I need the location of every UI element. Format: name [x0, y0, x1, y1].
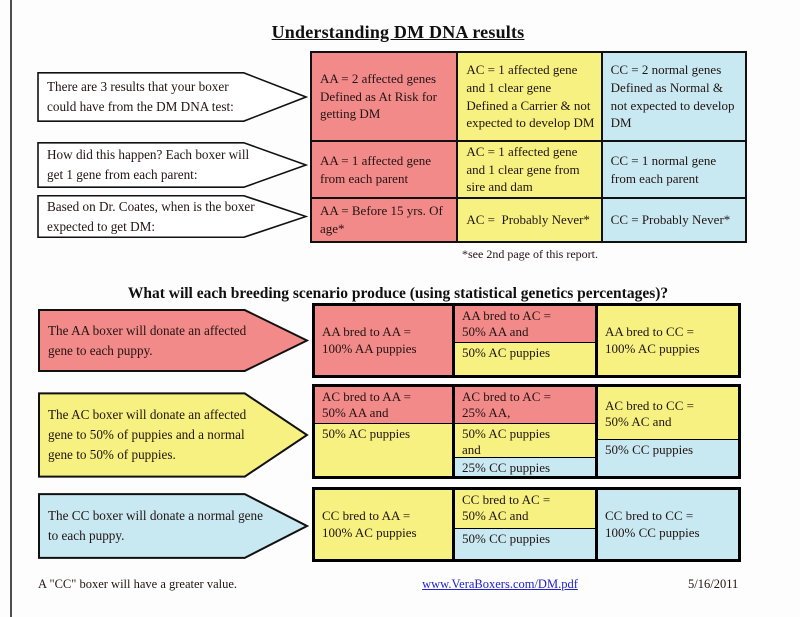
- breeding-cell-cc-x-aa: CC bred to AA = 100% AC puppies: [312, 487, 455, 562]
- footnote: *see 2nd page of this report.: [462, 247, 598, 261]
- result-cell-aa-inheritance: AA = 1 affected gene from each parent: [312, 140, 457, 197]
- result-cell-ac-definition: AC = 1 affected gene and 1 clear gene De…: [456, 53, 601, 140]
- breeding-cell-aa-x-aa: AA bred to AA = 100% AA puppies: [312, 303, 455, 378]
- arrow-right-icon: [37, 195, 308, 238]
- breeding-callout-text: The AA boxer will donate an affected gen…: [48, 322, 247, 358]
- arrow-right-icon: [37, 142, 308, 188]
- outcome-text: AC bred to AA = 50% AA and: [315, 387, 452, 423]
- outcome-text: 50% AC puppies and: [455, 423, 595, 457]
- outcome-text: 25% CC puppies: [455, 457, 595, 476]
- breeding-callout-ac: The AC boxer will donate an affected gen…: [38, 392, 309, 478]
- breeding-cell-aa-x-ac: AA bred to AC = 50% AA and 50% AC puppie…: [452, 303, 598, 378]
- breeding-callout-text: The AC boxer will donate an affected gen…: [48, 407, 247, 462]
- result-cell-ac-onset: AC = Probably Never*: [456, 197, 601, 241]
- result-cell-cc-onset: CC = Probably Never*: [600, 197, 745, 241]
- result-cell-ac-inheritance: AC = 1 affected gene and 1 clear gene fr…: [456, 140, 601, 197]
- question-text: There are 3 results that your boxer coul…: [47, 79, 234, 114]
- outcome-text: AA bred to CC = 100% AC puppies: [598, 306, 738, 375]
- outcome-text: 50% AC puppies: [455, 342, 595, 375]
- footer-date: 5/16/2011: [688, 577, 739, 591]
- outcome-text: CC bred to AC = 50% AC and: [455, 490, 595, 528]
- breeding-callout-text: The CC boxer will donate a normal gene t…: [48, 508, 263, 543]
- question-callout-results: There are 3 results that your boxer coul…: [37, 72, 308, 122]
- result-cell-cc-definition: CC = 2 normal genes Defined as Normal & …: [600, 53, 745, 140]
- question-text: Based on Dr. Coates, when is the boxer e…: [47, 198, 255, 234]
- breeding-cell-cc-x-cc: CC bred to CC = 100% CC puppies: [595, 487, 741, 562]
- scan-border: [10, 0, 12, 617]
- breeding-cell-aa-x-cc: AA bred to CC = 100% AC puppies: [595, 303, 741, 378]
- footer-link[interactable]: www.VeraBoxers.com/DM.pdf: [422, 577, 578, 591]
- arrow-right-icon: [38, 392, 309, 478]
- outcome-text: CC bred to CC = 100% CC puppies: [598, 490, 738, 559]
- outcome-text: AC bred to CC = 50% AC and: [598, 387, 738, 439]
- page-title: Understanding DM DNA results: [271, 22, 525, 43]
- outcome-text: AC bred to AC = 25% AA,: [455, 387, 595, 423]
- breeding-row-cc: CC bred to AA = 100% AC puppies CC bred …: [312, 487, 741, 562]
- arrow-right-icon: [38, 493, 309, 559]
- outcome-text: AA bred to AA = 100% AA puppies: [315, 306, 452, 375]
- result-cell-aa-onset: AA = Before 15 yrs. Of age*: [312, 197, 457, 241]
- breeding-row-ac: AC bred to AA = 50% AA and 50% AC puppie…: [312, 384, 741, 479]
- arrow-right-icon: [38, 309, 309, 372]
- breeding-cell-ac-x-cc: AC bred to CC = 50% AC and 50% CC puppie…: [595, 384, 741, 479]
- breeding-cell-ac-x-aa: AC bred to AA = 50% AA and 50% AC puppie…: [312, 384, 455, 479]
- outcome-text: 50% CC puppies: [455, 528, 595, 559]
- question-text: How did this happen? Each boxer will get…: [47, 147, 250, 182]
- breeding-cell-ac-x-ac: AC bred to AC = 25% AA, 50% AC puppies a…: [452, 384, 598, 479]
- section-subtitle: What will each breeding scenario produce…: [127, 284, 669, 302]
- breeding-row-aa: AA bred to AA = 100% AA puppies AA bred …: [312, 303, 741, 378]
- question-callout-how: How did this happen? Each boxer will get…: [37, 142, 308, 188]
- dna-results-table: AA = 2 affected genes Defined as At Risk…: [310, 51, 747, 243]
- breeding-cell-cc-x-ac: CC bred to AC = 50% AC and 50% CC puppie…: [452, 487, 598, 562]
- footer-note: A "CC" boxer will have a greater value.: [38, 577, 238, 591]
- result-cell-cc-inheritance: CC = 1 normal gene from each parent: [600, 140, 745, 197]
- outcome-text: 50% CC puppies: [598, 439, 738, 476]
- breeding-callout-cc: The CC boxer will donate a normal gene t…: [38, 493, 309, 559]
- outcome-text: 50% AC puppies: [315, 423, 452, 476]
- outcome-text: AA bred to AC = 50% AA and: [455, 306, 595, 342]
- breeding-callout-aa: The AA boxer will donate an affected gen…: [38, 309, 309, 372]
- result-cell-aa-definition: AA = 2 affected genes Defined as At Risk…: [312, 53, 457, 140]
- question-callout-when: Based on Dr. Coates, when is the boxer e…: [37, 195, 308, 238]
- arrow-right-icon: [37, 72, 308, 122]
- outcome-text: CC bred to AA = 100% AC puppies: [315, 490, 452, 559]
